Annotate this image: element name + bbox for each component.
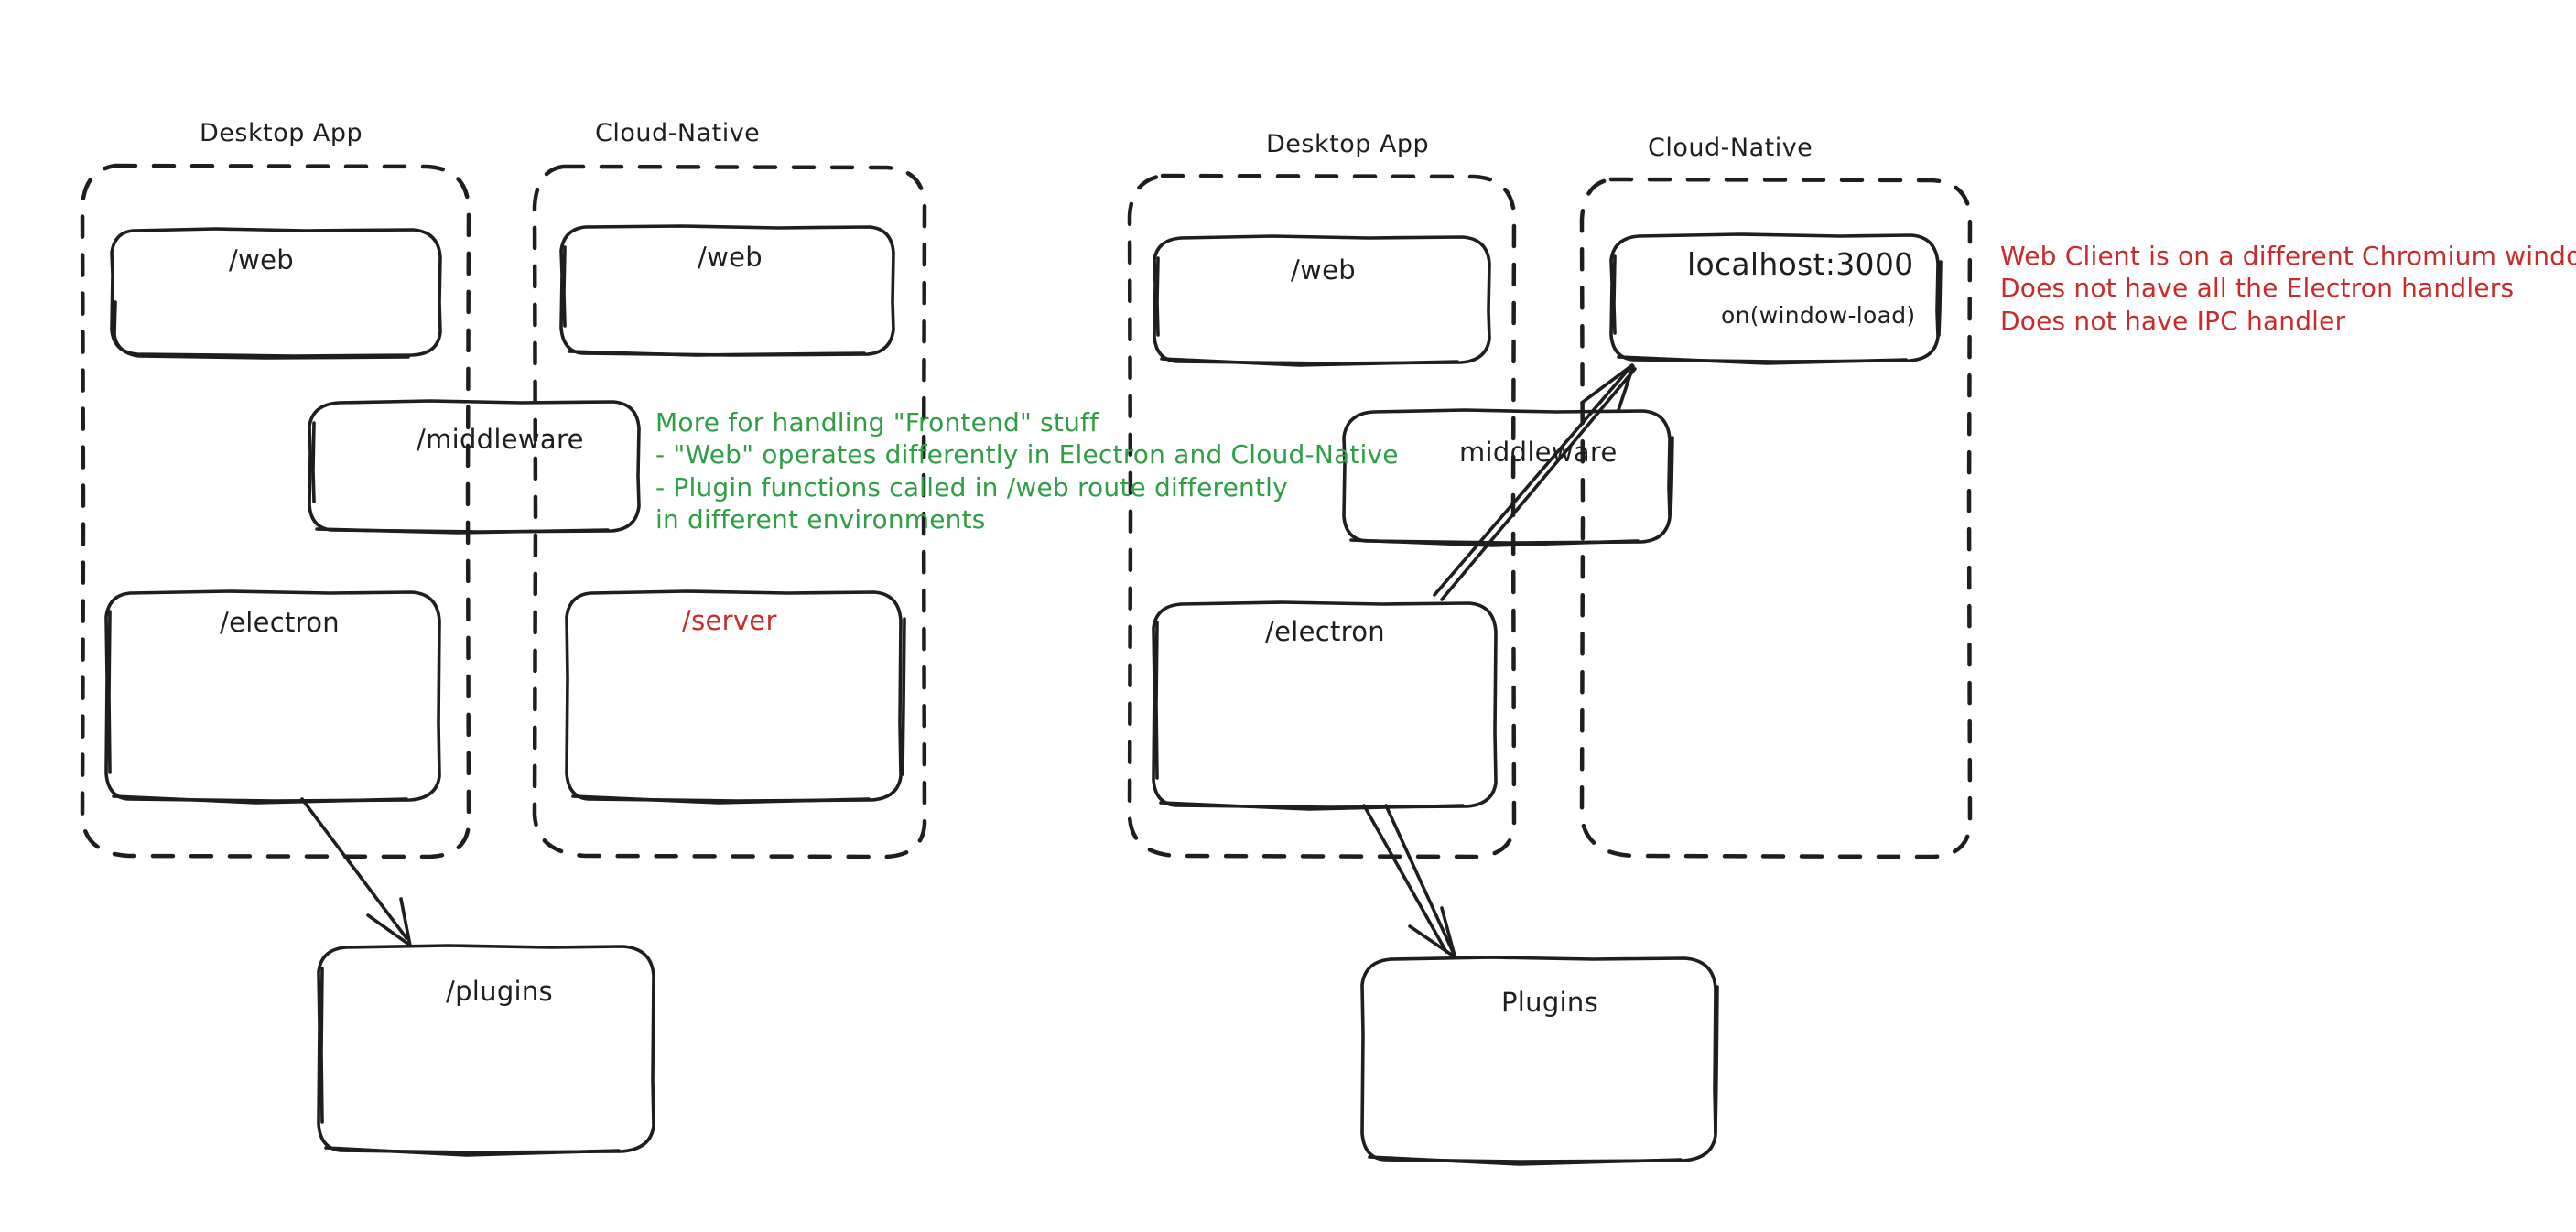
group-container-left-desktop <box>80 163 471 859</box>
group-container-left-cloud <box>532 164 927 859</box>
node-shape-l-web-desktop <box>110 227 442 360</box>
arrow-right-electron-to-plugins <box>1362 804 1456 957</box>
node-label-l-server: /server <box>682 605 777 636</box>
node-label-r-web-desktop: /web <box>1291 254 1356 286</box>
group-label-left-desktop: Desktop App <box>200 119 363 147</box>
node-shape-l-middleware <box>308 399 641 535</box>
node-label-r-electron: /electron <box>1265 616 1385 647</box>
node-label-r-localhost-sublabel: on(window-load) <box>1721 302 1916 329</box>
node-shape-r-electron <box>1152 600 1498 811</box>
node-shape-l-plugins <box>317 944 655 1157</box>
node-shape-r-plugins <box>1360 956 1719 1166</box>
group-container-right-desktop <box>1127 173 1517 859</box>
node-label-l-plugins: /plugins <box>446 976 553 1007</box>
arrow-left-electron-to-plugins <box>300 797 412 947</box>
arrow-right-electron-to-localhost <box>1433 363 1637 601</box>
group-label-right-cloud: Cloud-Native <box>1648 134 1813 162</box>
node-label-r-plugins: Plugins <box>1501 987 1598 1018</box>
annotation-green-note: More for handling "Frontend" stuff - "We… <box>655 407 1399 535</box>
annotation-red-note: Web Client is on a different Chromium wi… <box>2000 241 2576 336</box>
node-label-r-localhost: localhost:3000 <box>1687 246 1914 282</box>
group-label-left-cloud: Cloud-Native <box>595 119 761 147</box>
node-shape-l-electron <box>104 589 441 805</box>
node-shape-r-localhost <box>1609 232 1943 365</box>
node-shape-l-server <box>565 589 906 805</box>
node-label-l-middleware: /middleware <box>417 424 584 455</box>
node-shape-r-middleware <box>1342 408 1674 547</box>
group-label-right-desktop: Desktop App <box>1266 130 1430 158</box>
node-label-l-web-desktop: /web <box>229 244 294 276</box>
node-label-r-middleware: middleware <box>1459 437 1618 468</box>
node-label-l-web-cloud: /web <box>698 242 763 273</box>
node-shape-l-web-cloud <box>559 224 895 357</box>
node-label-l-electron: /electron <box>220 607 340 638</box>
node-shape-r-web-desktop <box>1153 234 1491 367</box>
group-container-right-cloud <box>1579 177 1973 859</box>
